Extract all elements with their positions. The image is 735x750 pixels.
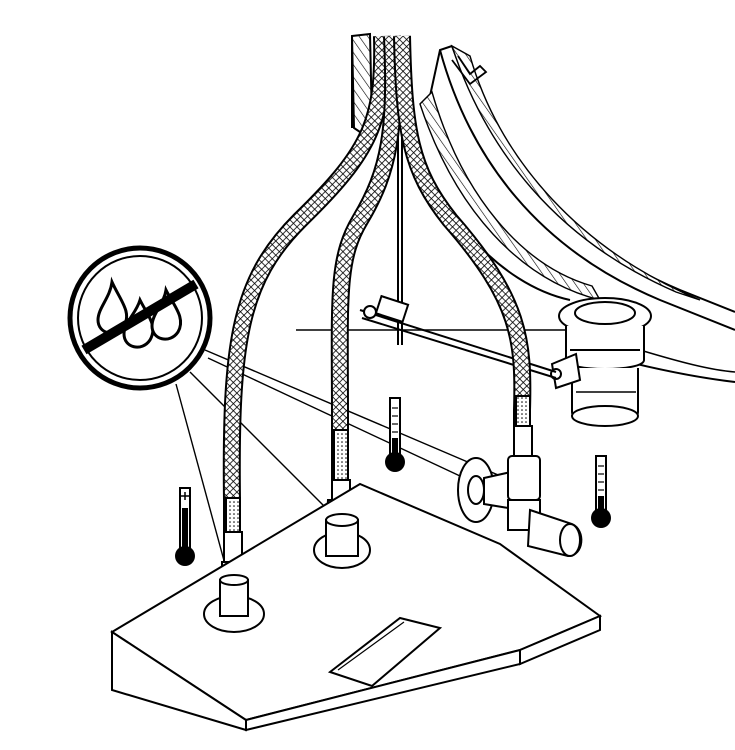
mounting-box (112, 484, 600, 730)
angle-stop-valve (458, 456, 581, 556)
braided-hoses (232, 36, 523, 560)
box-outlets (204, 514, 370, 632)
drain-pull-rod (360, 120, 556, 378)
thermometer-icon (385, 398, 405, 472)
no-water-drops-icon (70, 248, 210, 388)
braided-hose-right (402, 36, 522, 460)
thermometer-icon (175, 488, 195, 566)
pop-up-drain (551, 298, 651, 426)
thermometer-icon (591, 456, 611, 528)
sink-basin (404, 46, 735, 382)
